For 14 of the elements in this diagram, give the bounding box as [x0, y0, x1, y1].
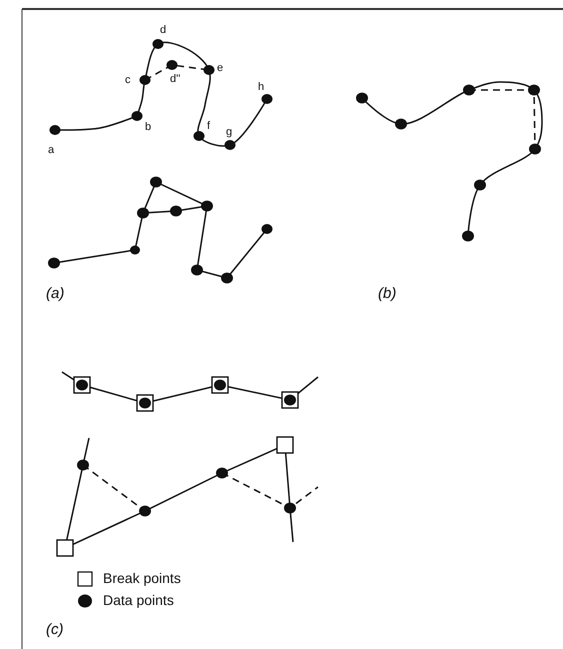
point-label: g [226, 127, 232, 138]
point-label: b [145, 122, 152, 133]
panel-label: (b) [378, 286, 396, 301]
point-label: d'' [170, 74, 180, 85]
point-label: c [125, 75, 130, 86]
legend-label: Break points [103, 571, 181, 585]
panel-label: (c) [46, 622, 64, 637]
point-label: e [217, 63, 224, 74]
legend-label: Data points [103, 593, 174, 607]
point-label: d [160, 25, 166, 36]
point-label: a [48, 145, 54, 156]
point-label: h [258, 82, 264, 93]
point-label: f [207, 121, 210, 132]
panel-label: (a) [46, 286, 64, 301]
